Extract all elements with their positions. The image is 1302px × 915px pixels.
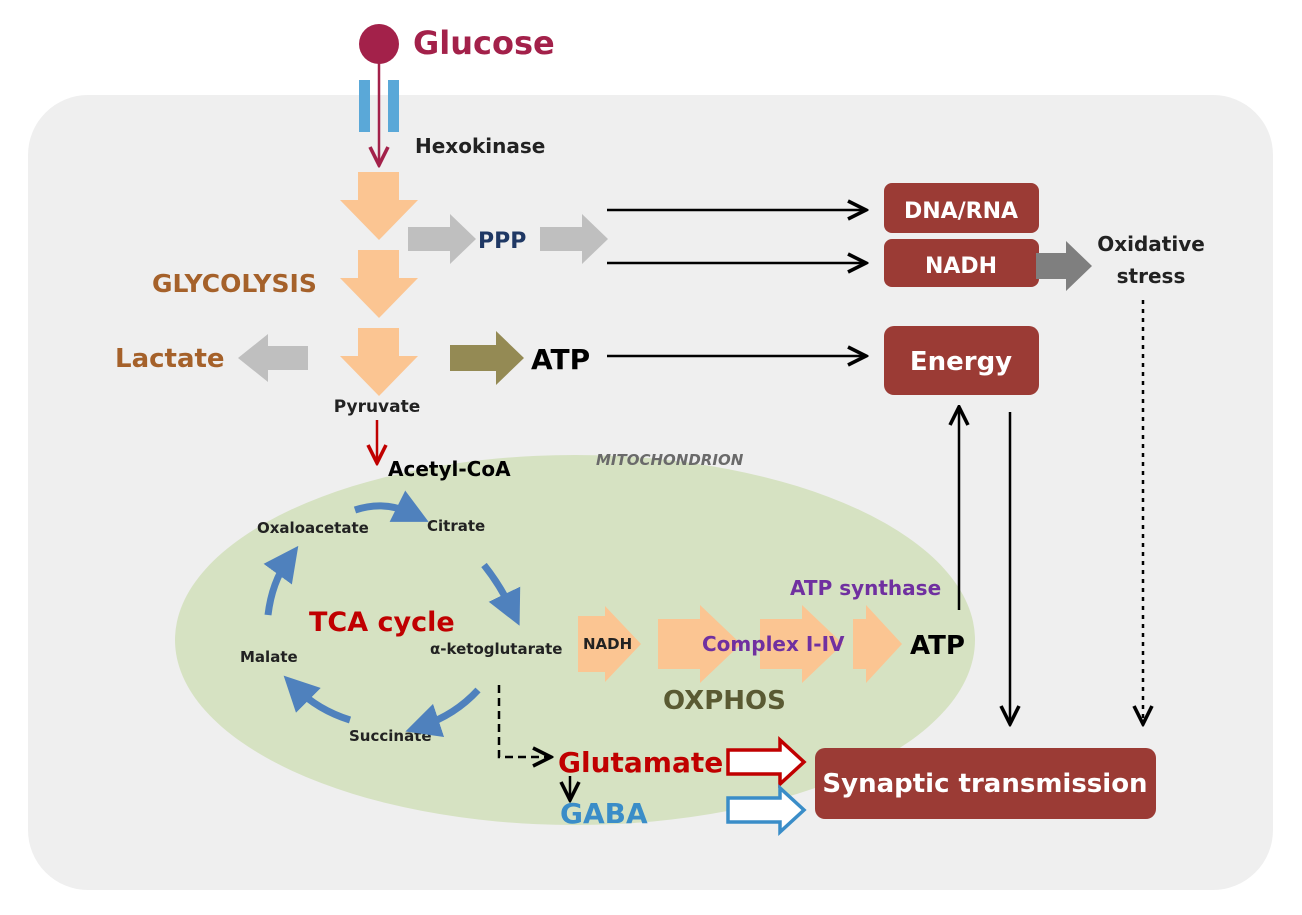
succinate-label: Succinate (349, 727, 432, 745)
atp-mito-label: ATP (910, 631, 965, 661)
glucose-icon (359, 24, 399, 64)
gaba-label: GABA (560, 797, 648, 830)
atp-synthase-label: ATP synthase (790, 576, 941, 600)
atp-olive-arrow (450, 331, 524, 385)
glycolysis-arrow-1 (340, 172, 418, 240)
oxphos-arrow-1 (578, 606, 641, 682)
hexokinase-label: Hexokinase (415, 134, 545, 158)
ppp-label: PPP (478, 229, 526, 254)
acetyl-coa-label: Acetyl-CoA (388, 457, 511, 481)
nadh-box-label: NADH (925, 254, 997, 279)
glycolysis-label: GLYCOLYSIS (152, 269, 317, 298)
energy-box (884, 326, 1039, 395)
synaptic-transmission-box (815, 748, 1156, 819)
tca-arrow-malate-oxaloacetate (263, 545, 299, 616)
nadh-box (884, 239, 1039, 287)
ppp-arrow-out (540, 214, 608, 264)
dna-rna-box-label: DNA/RNA (904, 199, 1018, 224)
oxphos-arrow-3 (760, 605, 843, 683)
glycolysis-arrow-2 (340, 250, 418, 318)
nadh-mito-label: NADH (583, 635, 632, 653)
pyruvate-label: Pyruvate (334, 397, 421, 417)
glutamate-label: Glutamate (558, 746, 723, 779)
oxphos-arrow-4 (853, 605, 902, 683)
mitochondrion-shape (175, 455, 975, 825)
glycolysis-arrow-3 (340, 328, 418, 396)
oxidative-stress-label-line1: Oxidative (1097, 232, 1205, 256)
ppp-arrow-in (408, 214, 476, 264)
gaba-to-synaptic-arrow (726, 784, 807, 836)
tca-cycle-label: TCA cycle (309, 607, 455, 638)
nadh-to-stress-arrow (1036, 241, 1092, 291)
dna-rna-box (884, 183, 1039, 233)
malate-label: Malate (240, 648, 298, 666)
atp-cytosol-label: ATP (531, 343, 590, 376)
lactate-arrow (238, 334, 308, 382)
glutamate-to-synaptic-arrow (726, 736, 807, 788)
energy-box-label: Energy (910, 347, 1012, 377)
synaptic-transmission-label: Synaptic transmission (822, 769, 1147, 799)
transporter-channel-left (359, 80, 370, 132)
transporter-channel-right (388, 80, 399, 132)
citrate-label: Citrate (427, 517, 485, 535)
tca-arrow-aketoglutarate-succinate (405, 687, 481, 738)
lactate-label: Lactate (115, 344, 225, 374)
aketoglutarate-to-glutamate-dashed-arrow (497, 685, 551, 757)
complex-label: Complex I-IV (702, 632, 845, 656)
oxphos-label: OXPHOS (663, 686, 786, 716)
oxidative-stress-label-line2: stress (1117, 264, 1186, 288)
mitochondrion-label: MITOCHONDRION (596, 451, 744, 469)
oxaloacetate-label: Oxaloacetate (257, 519, 369, 537)
glucose-label: Glucose (413, 24, 555, 62)
oxphos-arrow-2 (658, 605, 741, 683)
tca-arrow-oxaloacetate-citrate (353, 490, 429, 522)
tca-arrow-citrate-aketoglutarate (481, 562, 521, 626)
alpha-ketoglutarate-label: α-ketoglutarate (430, 640, 562, 658)
tca-arrow-succinate-malate (283, 675, 352, 724)
